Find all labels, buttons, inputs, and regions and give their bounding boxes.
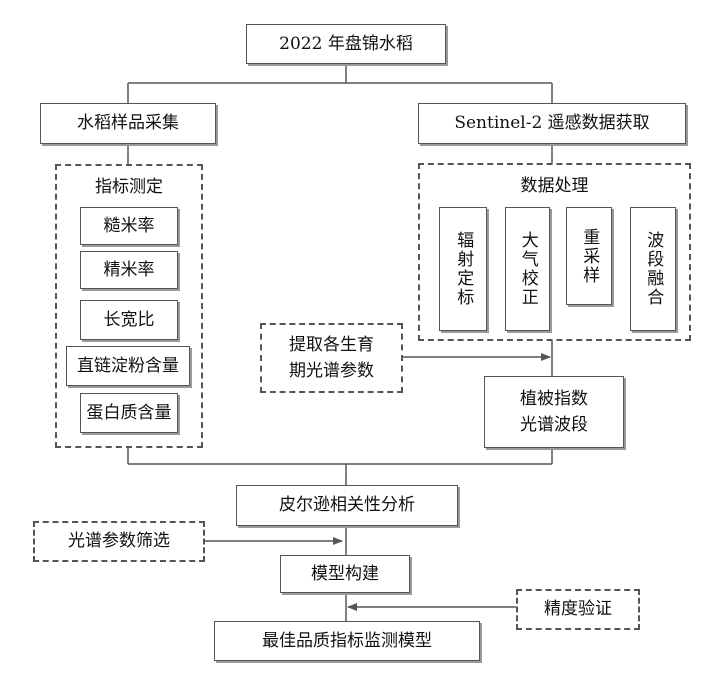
- processing-step-resampling: 重采样: [566, 207, 612, 305]
- spectral-screening-box: 光谱参数筛选: [33, 521, 205, 562]
- extract-spectra-box: 提取各生育 期光谱参数: [260, 323, 403, 393]
- processing-group-title: 数据处理: [520, 176, 589, 196]
- processing-step-atmospheric-label: 大气校正: [517, 231, 538, 307]
- processing-step-band-fusion: 波段融合: [630, 207, 676, 331]
- final-model-box: 最佳品质指标监测模型: [214, 621, 480, 661]
- sentinel-acquisition-box: Sentinel-2 遥感数据获取: [418, 103, 686, 144]
- processing-group: [418, 163, 691, 341]
- vegetation-bands-box: 植被指数 光谱波段: [484, 376, 624, 448]
- indicator-group: [55, 164, 203, 448]
- processing-step-radiometric-label: 辐射定标: [453, 231, 474, 307]
- indicator-item-brown-rice: 糙米率: [80, 207, 178, 245]
- title-box: 2022 年盘锦水稻: [246, 24, 446, 64]
- model-build-box: 模型构建: [280, 555, 410, 593]
- accuracy-check-box: 精度验证: [516, 589, 640, 630]
- indicator-item-amylose: 直链淀粉含量: [66, 346, 190, 386]
- processing-step-atmospheric: 大气校正: [505, 207, 550, 331]
- processing-step-resampling-label: 重采样: [579, 227, 600, 285]
- rice-sampling-box: 水稻样品采集: [40, 103, 216, 144]
- processing-step-band-fusion-label: 波段融合: [643, 231, 664, 307]
- indicator-item-protein: 蛋白质含量: [80, 393, 178, 433]
- indicator-item-aspect-ratio: 长宽比: [80, 300, 178, 340]
- pearson-box: 皮尔逊相关性分析: [236, 485, 458, 526]
- indicator-group-title: 指标测定: [95, 177, 163, 197]
- processing-step-radiometric: 辐射定标: [439, 207, 487, 331]
- indicator-item-milled-rice: 精米率: [80, 251, 178, 289]
